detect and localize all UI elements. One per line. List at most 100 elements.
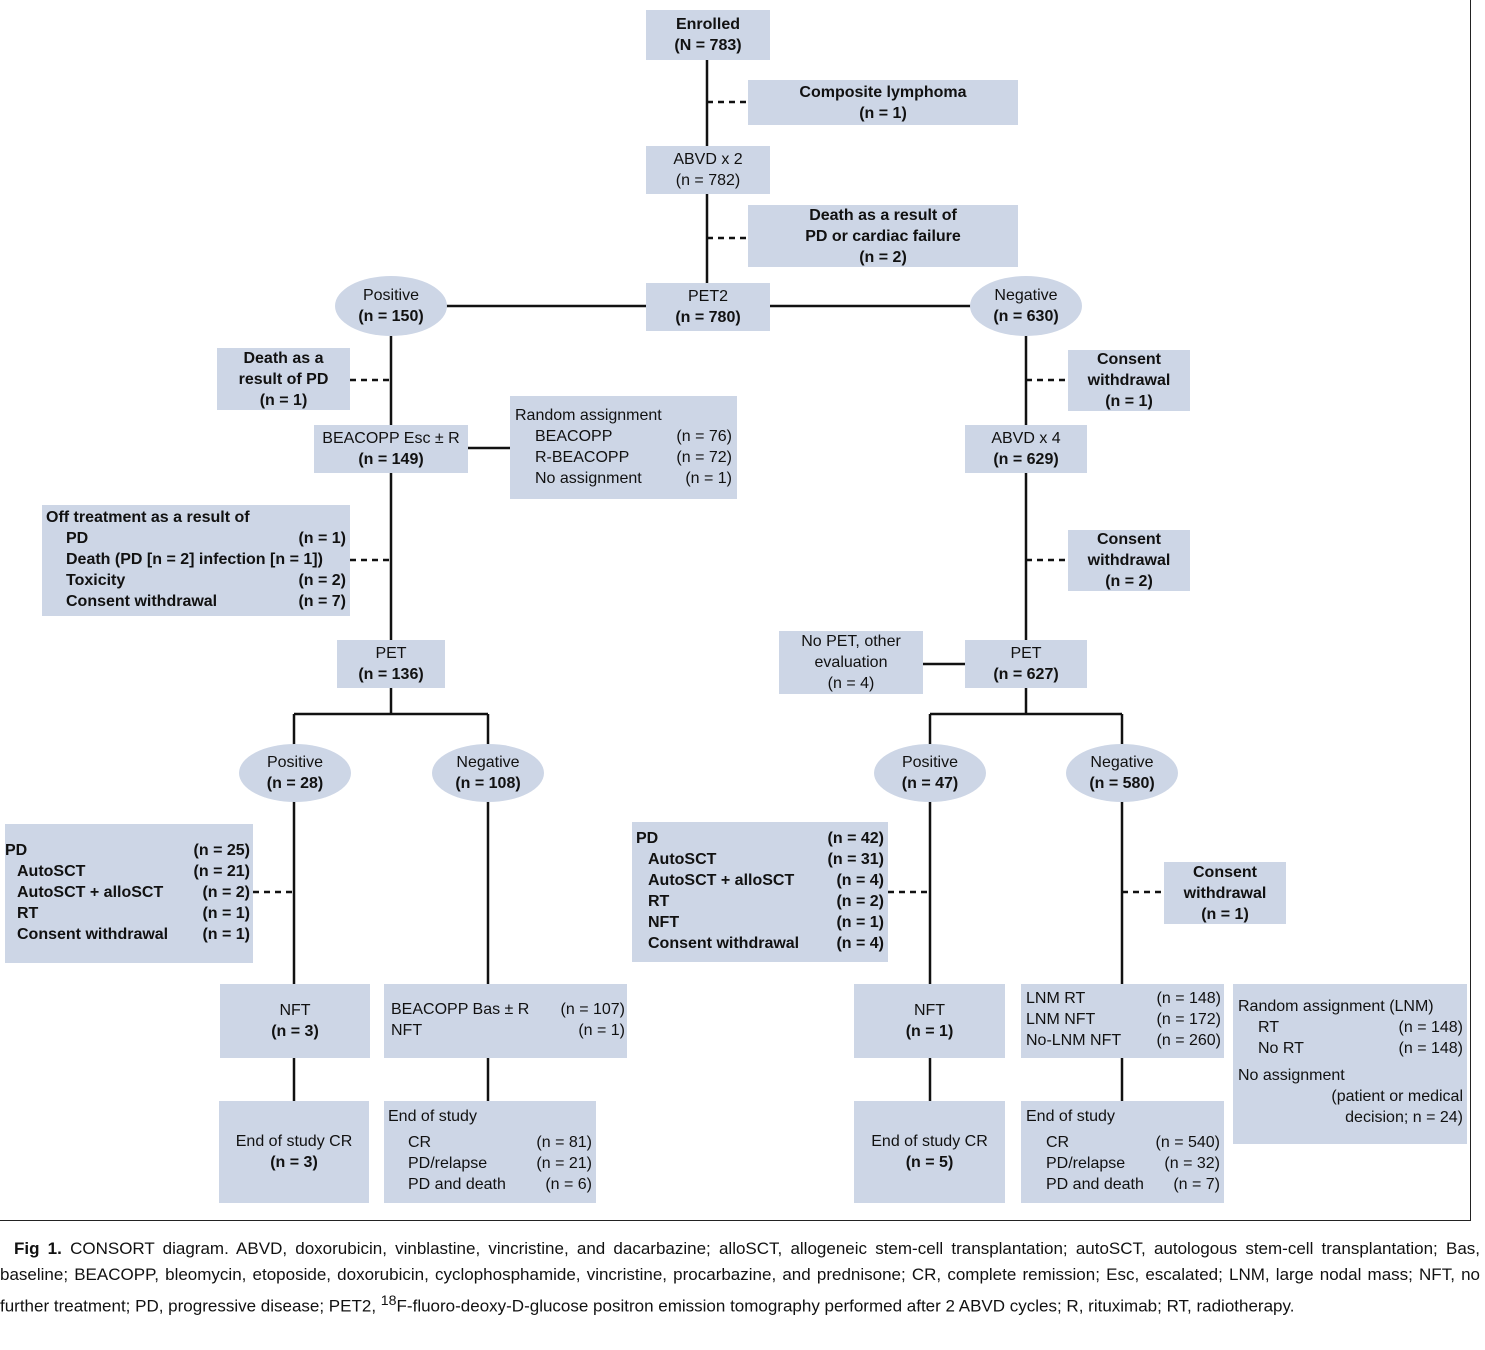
enrolled-box: Enrolled (N = 783) bbox=[646, 10, 770, 60]
consent-withdrawal-1-box: Consent withdrawal (n = 1) bbox=[1068, 350, 1190, 411]
row-label: Consent withdrawal bbox=[66, 593, 218, 610]
row-count: (n = 2) bbox=[836, 893, 884, 910]
pd-left-row: Consent withdrawal (n = 1) bbox=[5, 924, 250, 945]
pet-left-count: (n = 136) bbox=[358, 666, 424, 683]
row-label: Consent withdrawal bbox=[17, 926, 169, 943]
pet2-negative-label: Negative bbox=[994, 287, 1058, 304]
pd-left-row: PD (n = 25) bbox=[5, 840, 250, 861]
beacopp-esc-count: (n = 149) bbox=[358, 451, 424, 468]
row-count: (n = 81) bbox=[536, 1134, 592, 1151]
death-pd-line1: Death as a bbox=[243, 349, 324, 367]
pet-right-box: PET (n = 627) bbox=[965, 640, 1087, 688]
row-count: (n = 4) bbox=[836, 935, 884, 952]
row-count: (n = 25) bbox=[193, 842, 250, 859]
nft-left-box: NFT (n = 3) bbox=[220, 984, 370, 1058]
row-label: Death (PD [n = 2] infection [n = 1]) bbox=[66, 551, 323, 568]
row-count: (n = 21) bbox=[536, 1155, 592, 1172]
no-pet-line1: No PET, other bbox=[801, 633, 901, 650]
row-count: (n = 42) bbox=[827, 830, 884, 847]
end-study-left-row: PD and death (n = 6) bbox=[388, 1174, 592, 1195]
beacopp-esc-box: BEACOPP Esc ± R (n = 149) bbox=[314, 425, 468, 473]
off-treatment-row: Toxicity(n = 2) bbox=[46, 570, 346, 591]
pet-right-positive-count: (n = 47) bbox=[901, 775, 959, 792]
pet-right-negative-count: (n = 580) bbox=[1089, 775, 1155, 792]
row-label: No-LNM NFT bbox=[1026, 1032, 1122, 1049]
pet-left-positive-count: (n = 28) bbox=[266, 775, 324, 792]
row-label: AutoSCT bbox=[17, 863, 86, 880]
row-label: AutoSCT bbox=[648, 851, 717, 868]
row-label: PD bbox=[5, 842, 28, 859]
end-cr-left-count: (n = 3) bbox=[270, 1154, 318, 1171]
row-count: (n = 1) bbox=[836, 914, 884, 931]
end-cr-right-label: End of study CR bbox=[871, 1133, 988, 1150]
enrolled-label: Enrolled bbox=[675, 16, 740, 33]
abvd2-label: ABVD x 2 bbox=[673, 151, 743, 168]
abvd4-box: ABVD x 4 (n = 629) bbox=[965, 425, 1087, 473]
abvd4-count: (n = 629) bbox=[993, 451, 1059, 468]
row-count: (n = 172) bbox=[1156, 1011, 1221, 1028]
no-assignment-note-line2: decision; n = 24) bbox=[1345, 1109, 1463, 1126]
row-count: (n = 72) bbox=[676, 449, 732, 466]
end-study-right-row: CR(n = 540) bbox=[1026, 1132, 1220, 1153]
row-label: RT bbox=[648, 893, 670, 910]
lnm-row: LNM RT(n = 148) bbox=[1026, 988, 1221, 1009]
consent-withdrawal-3-count: (n = 1) bbox=[1201, 905, 1249, 923]
row-label: PD and death bbox=[408, 1176, 506, 1193]
beacopp-esc-label: BEACOPP Esc ± R bbox=[322, 430, 460, 447]
beacopp-bas-row: BEACOPP Bas ± R(n = 107) bbox=[391, 999, 625, 1020]
beacopp-bas-row: NFT(n = 1) bbox=[391, 1020, 625, 1041]
consent-withdrawal-2-box: Consent withdrawal (n = 2) bbox=[1068, 530, 1190, 591]
row-label: CR bbox=[1046, 1134, 1070, 1151]
pet2-negative-count: (n = 630) bbox=[993, 308, 1059, 325]
random-assignment-lnm-title: Random assignment (LNM) bbox=[1238, 998, 1434, 1015]
pet-left-negative-oval: Negative (n = 108) bbox=[432, 744, 544, 802]
end-study-left-box: End of study CR(n = 81) PD/relapse (n = 2… bbox=[384, 1101, 596, 1203]
row-label: No assignment bbox=[535, 470, 642, 487]
row-label: BEACOPP Bas ± R bbox=[391, 1001, 530, 1018]
row-count: (n = 6) bbox=[545, 1176, 592, 1193]
row-count: (n = 76) bbox=[676, 428, 732, 445]
nft-right-count: (n = 1) bbox=[905, 1023, 954, 1040]
pet-left-negative-label: Negative bbox=[456, 754, 520, 771]
abvd4-label: ABVD x 4 bbox=[991, 430, 1061, 447]
pet-right-negative-label: Negative bbox=[1090, 754, 1154, 771]
death-pd-cardiac-box: Death as a result of PD or cardiac failu… bbox=[748, 205, 1018, 267]
pd-right-row: RT (n = 2) bbox=[636, 891, 884, 912]
death-pd-cardiac-count: (n = 2) bbox=[859, 248, 907, 266]
random-assignment-title: Random assignment bbox=[515, 407, 662, 424]
nft-right-box: NFT (n = 1) bbox=[854, 984, 1005, 1058]
no-assignment-label: No assignment bbox=[1238, 1067, 1345, 1084]
pet2-positive-count: (n = 150) bbox=[358, 308, 424, 325]
end-cr-left-label: End of study CR bbox=[235, 1133, 353, 1150]
pd-left-row: AutoSCT + alloSCT(n = 2) bbox=[5, 882, 250, 903]
random-assignment-row: BEACOPP(n = 76) bbox=[515, 426, 732, 447]
row-label: NFT bbox=[648, 914, 680, 931]
pet-left-negative-count: (n = 108) bbox=[455, 775, 521, 792]
row-label: Consent withdrawal bbox=[648, 935, 800, 952]
connector-lines bbox=[253, 58, 1164, 1101]
death-pd-cardiac-line2: PD or cardiac failure bbox=[805, 227, 961, 245]
pet-left-box: PET (n = 136) bbox=[337, 640, 445, 688]
no-assignment-note-line1: (patient or medical bbox=[1331, 1088, 1463, 1105]
pet2-box: PET2 (n = 780) bbox=[646, 283, 770, 331]
row-label: R-BEACOPP bbox=[535, 449, 630, 466]
row-count: (n = 1) bbox=[202, 926, 250, 943]
no-pet-count: (n = 4) bbox=[827, 675, 875, 692]
row-label: No RT bbox=[1258, 1040, 1304, 1057]
consent-withdrawal-2-count: (n = 2) bbox=[1105, 573, 1153, 590]
row-label: RT bbox=[1258, 1019, 1280, 1036]
end-study-right-box: End of study CR(n = 540) PD/relapse(n = … bbox=[1021, 1101, 1224, 1203]
row-label: Toxicity bbox=[66, 572, 126, 589]
off-treatment-row: Consent withdrawal(n = 7) bbox=[46, 591, 346, 612]
end-study-left-row: CR(n = 81) bbox=[388, 1132, 592, 1153]
caption-superscript: 18 bbox=[380, 1293, 397, 1309]
consent-withdrawal-3-line1: Consent bbox=[1193, 863, 1257, 881]
off-treatment-row: Death (PD [n = 2] infection [n = 1]) bbox=[46, 549, 346, 570]
death-pd-box: Death as a result of PD (n = 1) bbox=[217, 348, 350, 410]
end-study-left-title: End of study bbox=[388, 1108, 477, 1125]
row-count: (n = 31) bbox=[827, 851, 884, 868]
pd-left-row: RT(n = 1) bbox=[5, 903, 250, 924]
row-label: PD/relapse bbox=[408, 1155, 488, 1172]
row-label: AutoSCT + alloSCT bbox=[648, 872, 795, 889]
row-count: (n = 1) bbox=[578, 1022, 625, 1039]
